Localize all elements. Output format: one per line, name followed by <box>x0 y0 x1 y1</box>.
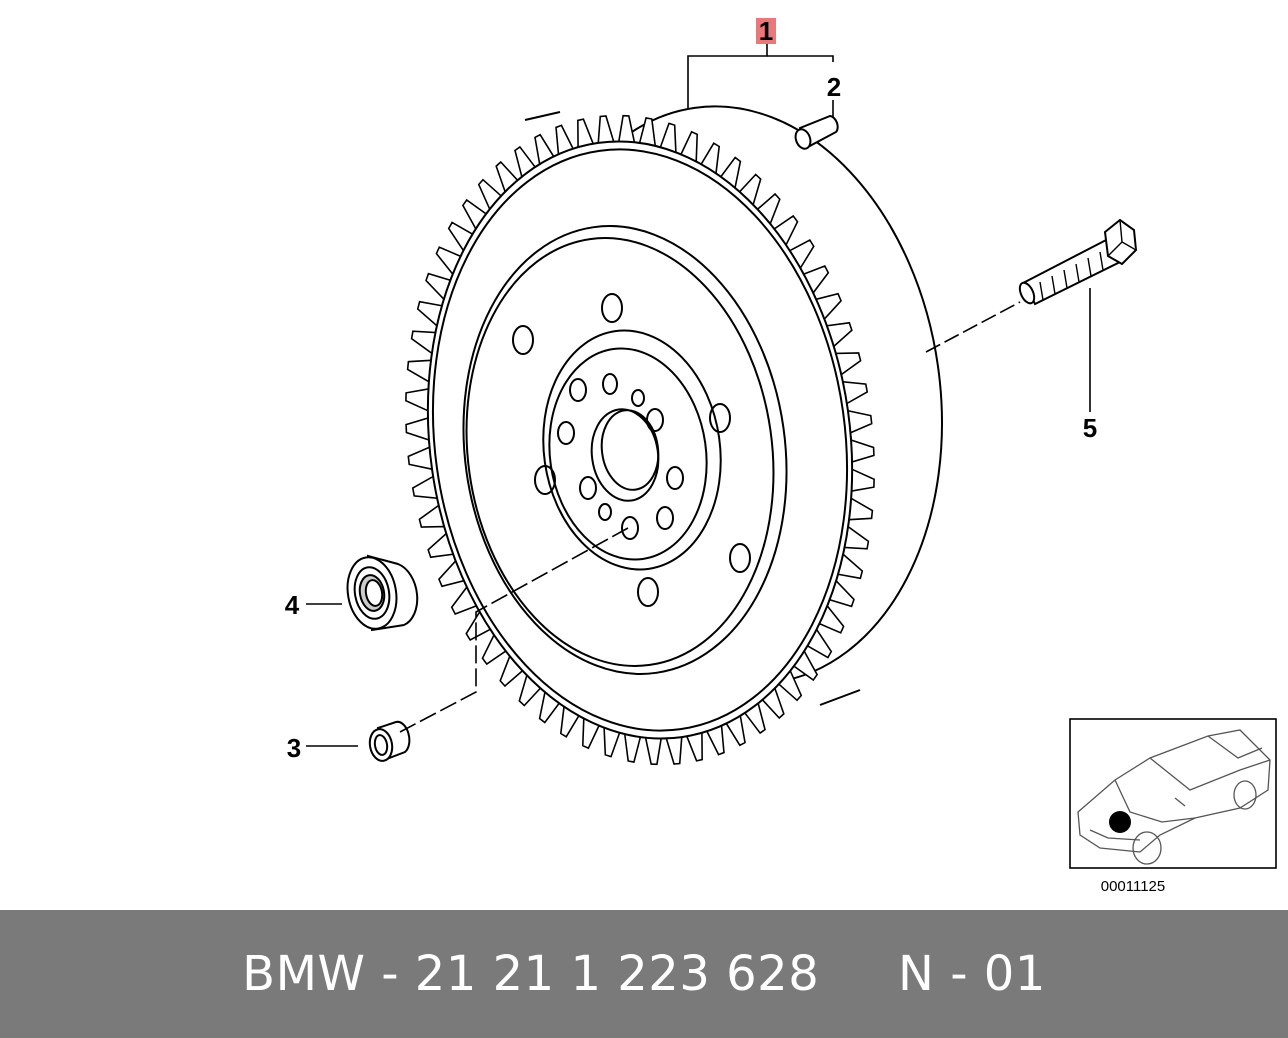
callout-1-highlight <box>756 18 776 44</box>
parts-diagram: 1 2 5 4 3 00011125 <box>285 16 1277 895</box>
leader-lines <box>306 42 1091 747</box>
car-location-thumbnail: 00011125 <box>1069 718 1277 895</box>
footer-bar: BMW - 21 21 1 223 628 N - 01 <box>0 910 1288 1038</box>
dowel-pin <box>794 114 839 150</box>
car-outline-icon <box>1077 729 1271 865</box>
callout-2[interactable]: 2 <box>827 72 841 102</box>
bolt <box>1018 218 1138 306</box>
part-number-label: BMW - 21 21 1 223 628 N - 01 <box>242 946 1046 1002</box>
callout-5[interactable]: 5 <box>1083 413 1097 443</box>
thumbnail-code: 00011125 <box>1101 878 1166 895</box>
callout-4[interactable]: 4 <box>285 590 300 620</box>
ball-bearing <box>346 554 419 632</box>
flywheel <box>405 105 943 766</box>
callout-1[interactable]: 1 <box>759 16 773 46</box>
sleeve <box>368 720 411 762</box>
callout-3[interactable]: 3 <box>287 733 301 763</box>
location-dot <box>1109 811 1131 833</box>
